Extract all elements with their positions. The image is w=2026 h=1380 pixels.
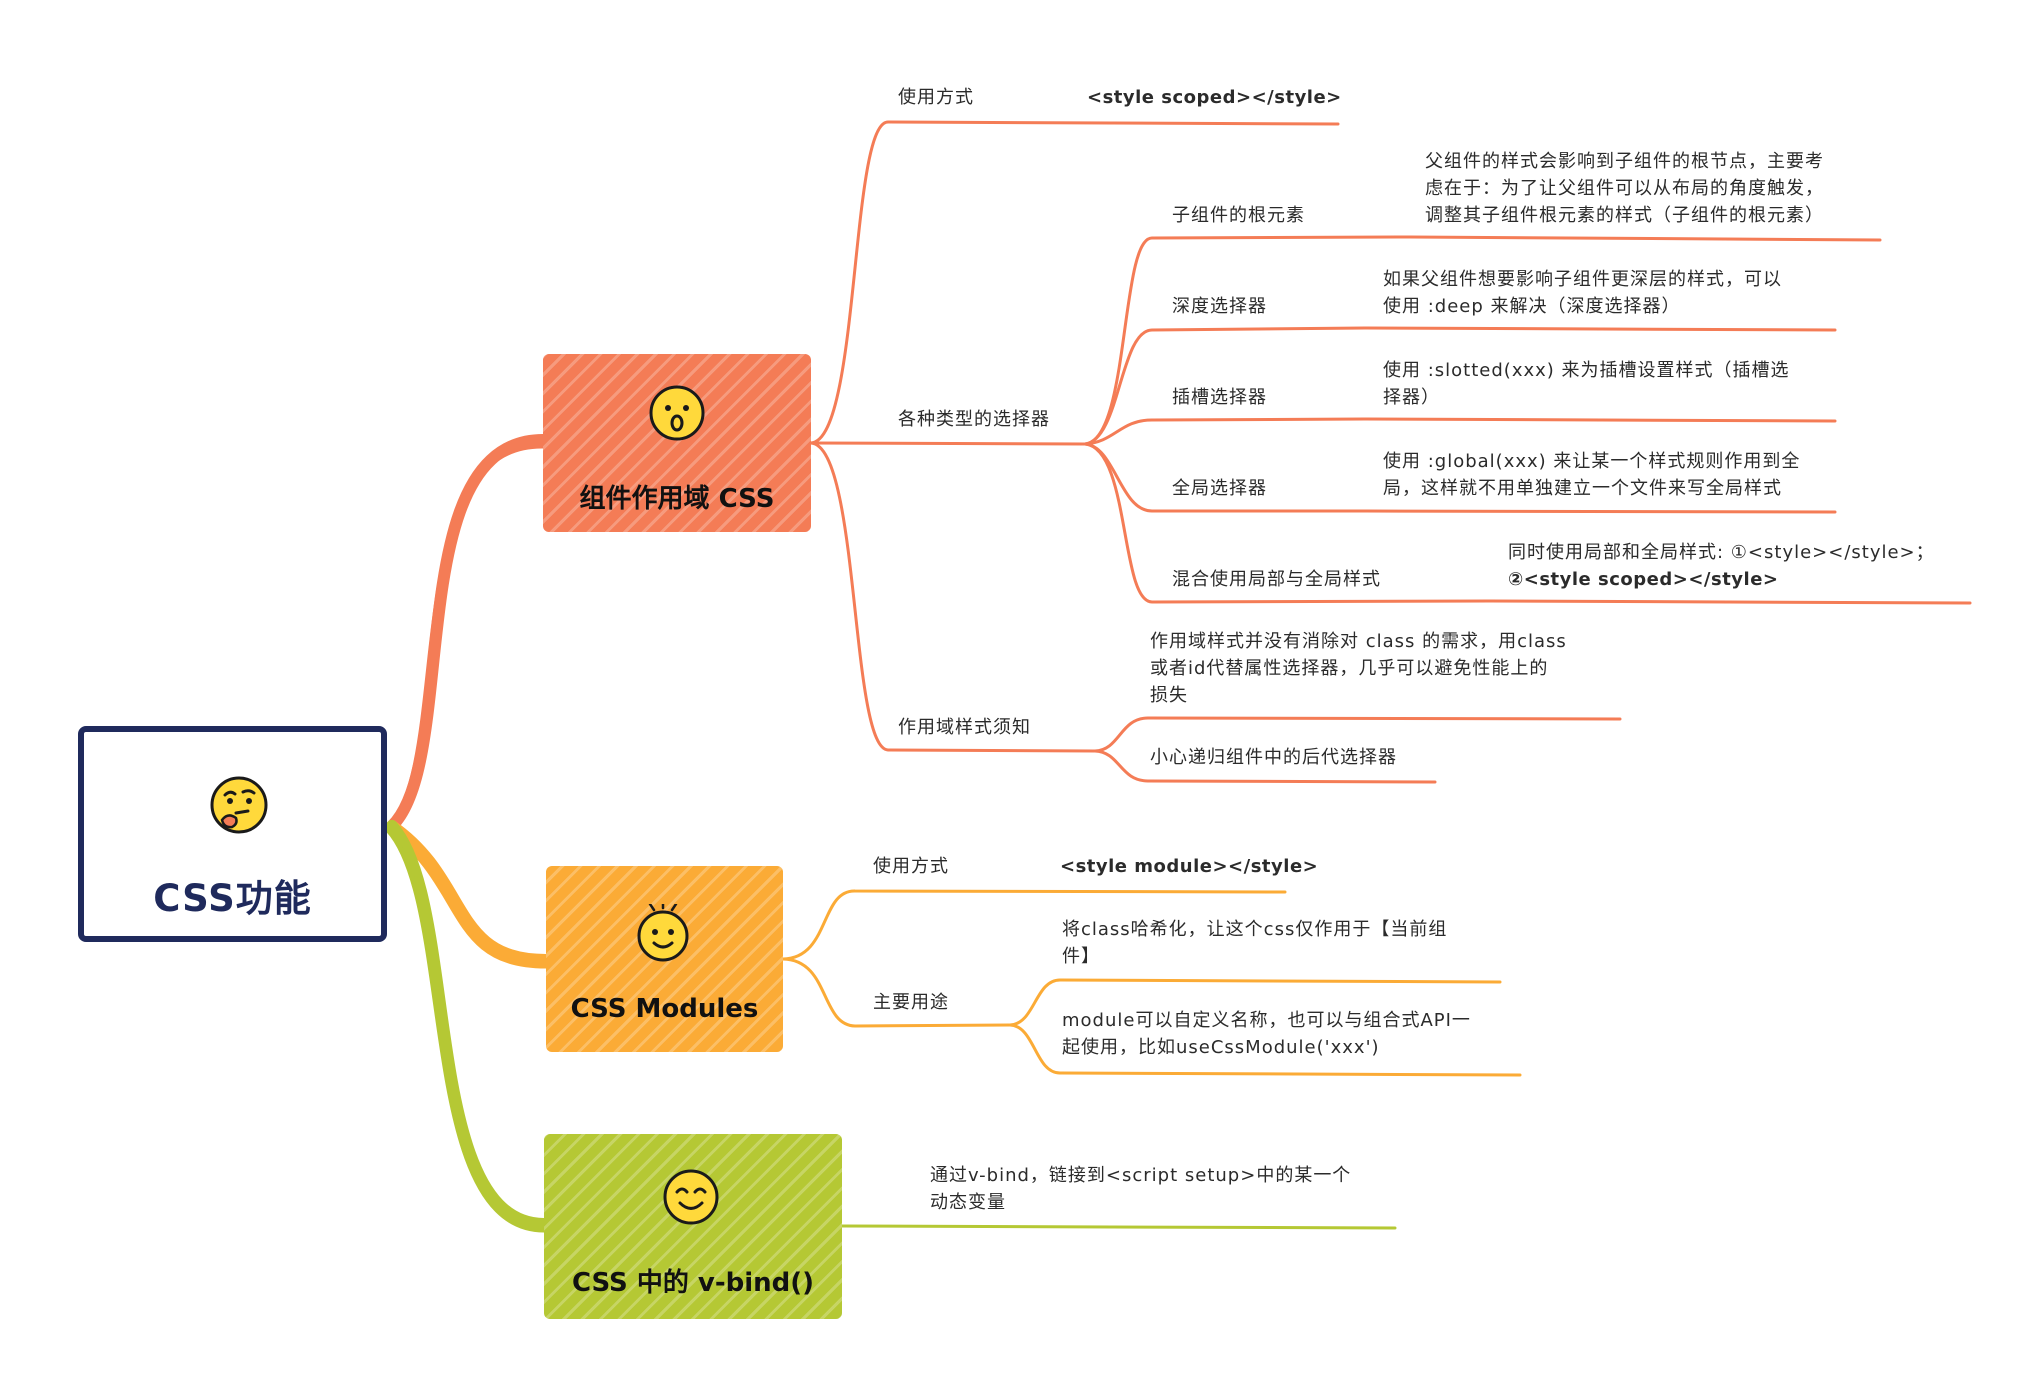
selector-root-desc-3: 调整其子组件根元素的样式（子组件的根元素） [1425, 205, 1824, 226]
smiling-face-icon [663, 1169, 719, 1225]
hushed-face-icon [649, 385, 705, 441]
selector-mixed-label: 混合使用局部与全局样式 [1172, 569, 1381, 590]
selector-slotted-desc-2: 择器） [1383, 387, 1440, 408]
purpose-2-line-2: 起使用，比如useCssModule('xxx') [1062, 1037, 1380, 1058]
vbind-desc-line-2: 动态变量 [930, 1192, 1006, 1213]
selector-deep-label: 深度选择器 [1172, 296, 1267, 317]
dizzy-face-icon [637, 904, 689, 962]
branch-css-modules: CSS Modules [546, 866, 783, 1052]
note-1-line-3: 损失 [1150, 685, 1188, 706]
selector-slotted-desc-1: 使用 :slotted(xxx) 来为插槽设置样式（插槽选 [1383, 360, 1790, 381]
root-title: CSS功能 [153, 877, 312, 920]
selector-global-label: 全局选择器 [1172, 478, 1267, 499]
edge-root-modules [386, 820, 552, 966]
selectors-label: 各种类型的选择器 [898, 409, 1050, 430]
selector-global-desc-2: 局，这样就不用单独建立一个文件来写全局样式 [1383, 478, 1782, 499]
modules-usage-label: 使用方式 [873, 856, 949, 877]
scoped-usage-label: 使用方式 [898, 87, 974, 108]
selector-slotted-label: 插槽选择器 [1172, 387, 1267, 408]
edge-root-vbind [386, 820, 550, 1230]
note-2-line-1: 小心递归组件中的后代选择器 [1150, 747, 1397, 768]
branch-scoped-title: 组件作用域 CSS [579, 484, 775, 514]
purpose-label: 主要用途 [873, 992, 949, 1013]
selector-root-desc-2: 虑在于：为了让父组件可以从布局的角度触发， [1425, 178, 1824, 199]
selector-deep-desc-1: 如果父组件想要影响子组件更深层的样式，可以 [1383, 269, 1782, 290]
note-1-line-2: 或者id代替属性选择器，几乎可以避免性能上的 [1150, 658, 1549, 679]
branch-scoped-css: 组件作用域 CSS [543, 354, 811, 532]
scoped-usage-value: <style scoped></style> [1087, 87, 1342, 108]
branch-css-vbind: CSS 中的 v-bind() [544, 1134, 842, 1319]
branch-modules-title: CSS Modules [570, 994, 759, 1024]
selector-deep-desc-2: 使用 :deep 来解决（深度选择器） [1383, 296, 1681, 317]
root-node: CSS功能 [78, 726, 387, 942]
selector-root-desc-1: 父组件的样式会影响到子组件的根节点，主要考 [1425, 151, 1824, 172]
purpose-1-line-1: 将class哈希化，让这个css仅作用于【当前组 [1062, 919, 1448, 940]
selector-mixed-desc-2: ②<style scoped></style> [1508, 569, 1779, 590]
thinking-face-icon [210, 776, 268, 834]
note-1-line-1: 作用域样式并没有消除对 class 的需求，用class [1150, 631, 1567, 652]
selector-global-desc-1: 使用 :global(xxx) 来让某一个样式规则作用到全 [1383, 451, 1801, 472]
selector-root-label: 子组件的根元素 [1172, 205, 1305, 226]
selector-mixed-desc-1: 同时使用局部和全局样式: ①<style></style>； [1508, 542, 1935, 563]
purpose-1-line-2: 件】 [1062, 946, 1100, 967]
vbind-desc-line-1: 通过v-bind，链接到<script setup>中的某一个 [930, 1165, 1352, 1186]
branch-vbind-title: CSS 中的 v-bind() [571, 1268, 815, 1298]
purpose-2-line-1: module可以自定义名称，也可以与组合式API一 [1062, 1010, 1471, 1031]
modules-usage-value: <style module></style> [1060, 856, 1319, 877]
edge-root-scoped [386, 434, 549, 832]
notes-label: 作用域样式须知 [898, 717, 1031, 738]
